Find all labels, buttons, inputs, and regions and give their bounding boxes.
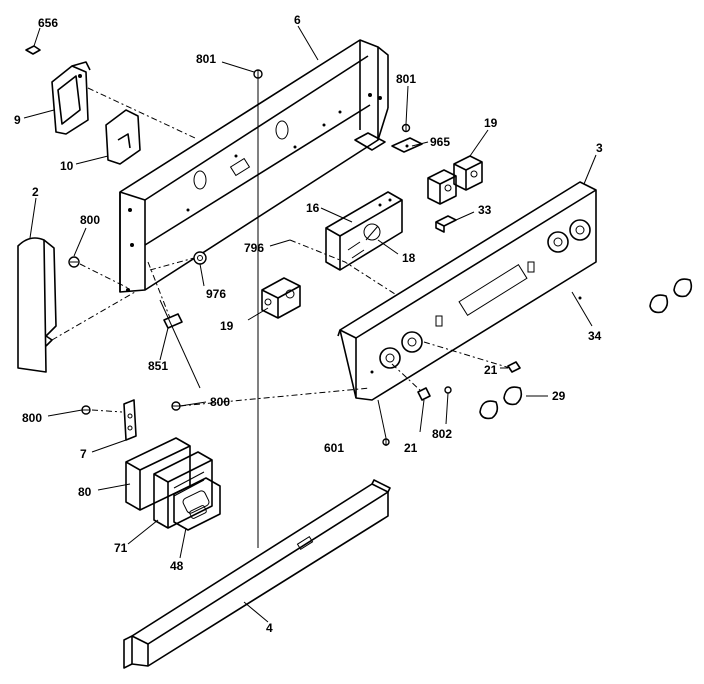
callout-601: 601 (324, 441, 344, 455)
leader-796 (269, 239, 291, 247)
knob-pair-29 (479, 386, 523, 420)
guide-line (179, 387, 371, 407)
callout-800-lower-left: 800 (22, 411, 42, 425)
guide-line (423, 341, 511, 369)
callout-48: 48 (170, 559, 184, 573)
screw-801-right (401, 123, 411, 133)
leader-16 (320, 207, 353, 223)
callout-19-upper: 19 (484, 116, 498, 130)
leader-21-lower (419, 399, 425, 433)
callout-29: 29 (552, 389, 566, 403)
leader-9 (23, 109, 55, 119)
part-7-bracket (123, 399, 137, 441)
callout-800-lower-right: 800 (210, 395, 230, 409)
leader-19-lower (247, 307, 269, 321)
part-9-bracket (51, 61, 91, 135)
callout-965: 965 (430, 135, 450, 149)
guide-line (79, 263, 129, 289)
leader-80 (97, 483, 131, 491)
screw-656 (25, 45, 41, 55)
leader-801-right (405, 85, 409, 125)
part-10-bracket (105, 109, 141, 165)
leader-10 (75, 155, 109, 165)
part-19-switch-upper (427, 155, 483, 205)
leader-801-top (221, 61, 255, 73)
screw-800-lower-left (81, 405, 91, 415)
leader-965 (411, 141, 429, 147)
knob-insert-21-lower (417, 387, 431, 401)
callout-10: 10 (60, 159, 74, 173)
leader-6 (297, 25, 319, 61)
callout-33: 33 (478, 203, 492, 217)
callout-796: 796 (244, 241, 264, 255)
leader-18 (377, 239, 399, 255)
knob-pair-upper (649, 278, 693, 314)
screw-601 (382, 438, 390, 446)
callout-976: 976 (206, 287, 226, 301)
guide-line (149, 257, 195, 271)
part-6-backguard-frame (119, 39, 389, 293)
leader-48 (179, 527, 187, 559)
callout-2: 2 (32, 185, 39, 199)
guide-line (51, 291, 136, 341)
part-3-control-panel (337, 181, 597, 401)
callout-7: 7 (80, 447, 87, 461)
part-80-module (125, 437, 191, 511)
leader-800-lower-left (47, 409, 83, 417)
part-16-timer-module (325, 191, 403, 271)
part-2-side-trim (17, 237, 57, 373)
clip-851 (163, 313, 183, 329)
leader-7 (91, 439, 127, 453)
leader-800-left (73, 227, 87, 257)
guide-line (147, 261, 171, 319)
screw-802 (444, 386, 452, 394)
leader-802 (445, 392, 449, 425)
part-71-module (153, 451, 213, 529)
callout-71: 71 (114, 541, 128, 555)
callout-801-top: 801 (196, 52, 216, 66)
callout-801-right: 801 (396, 72, 416, 86)
callout-851: 851 (148, 359, 168, 373)
leader-34 (571, 291, 593, 327)
callout-3: 3 (596, 141, 603, 155)
leader-851 (159, 327, 169, 361)
screw-801-top (253, 69, 263, 79)
callout-21-upper: 21 (484, 363, 498, 377)
guide-line (289, 239, 396, 295)
guide-line (91, 409, 123, 413)
leader-851-link (159, 299, 201, 389)
part-48-module (173, 477, 221, 531)
part-33 (435, 215, 457, 233)
guide-line (87, 87, 196, 139)
callout-9: 9 (14, 113, 21, 127)
leader-2 (29, 197, 37, 239)
leader-800-lower-right (179, 401, 207, 407)
part-19-switch-lower (261, 277, 301, 319)
screw-976 (193, 251, 207, 265)
leader-601 (377, 399, 387, 439)
callout-21-lower: 21 (404, 441, 418, 455)
callout-19-lower: 19 (220, 319, 234, 333)
part-4-lower-trim (123, 479, 391, 669)
leader-4 (243, 601, 269, 623)
callout-6: 6 (294, 13, 301, 27)
leader-71 (127, 519, 159, 545)
callout-80: 80 (78, 485, 92, 499)
callout-656: 656 (38, 16, 58, 30)
callout-34: 34 (588, 329, 602, 343)
leader-19-upper (469, 129, 489, 157)
callout-4: 4 (266, 621, 273, 635)
knob-insert-21-upper (507, 361, 521, 373)
callout-802: 802 (432, 427, 452, 441)
callout-18: 18 (402, 251, 416, 265)
screw-800-left (68, 256, 80, 268)
leader-976 (199, 263, 205, 287)
leader-3 (583, 154, 597, 185)
leader-33 (455, 211, 475, 221)
callout-16: 16 (306, 201, 320, 215)
callout-800-left: 800 (80, 213, 100, 227)
leader-656 (33, 27, 41, 47)
screw-800-lower-right (171, 401, 181, 411)
